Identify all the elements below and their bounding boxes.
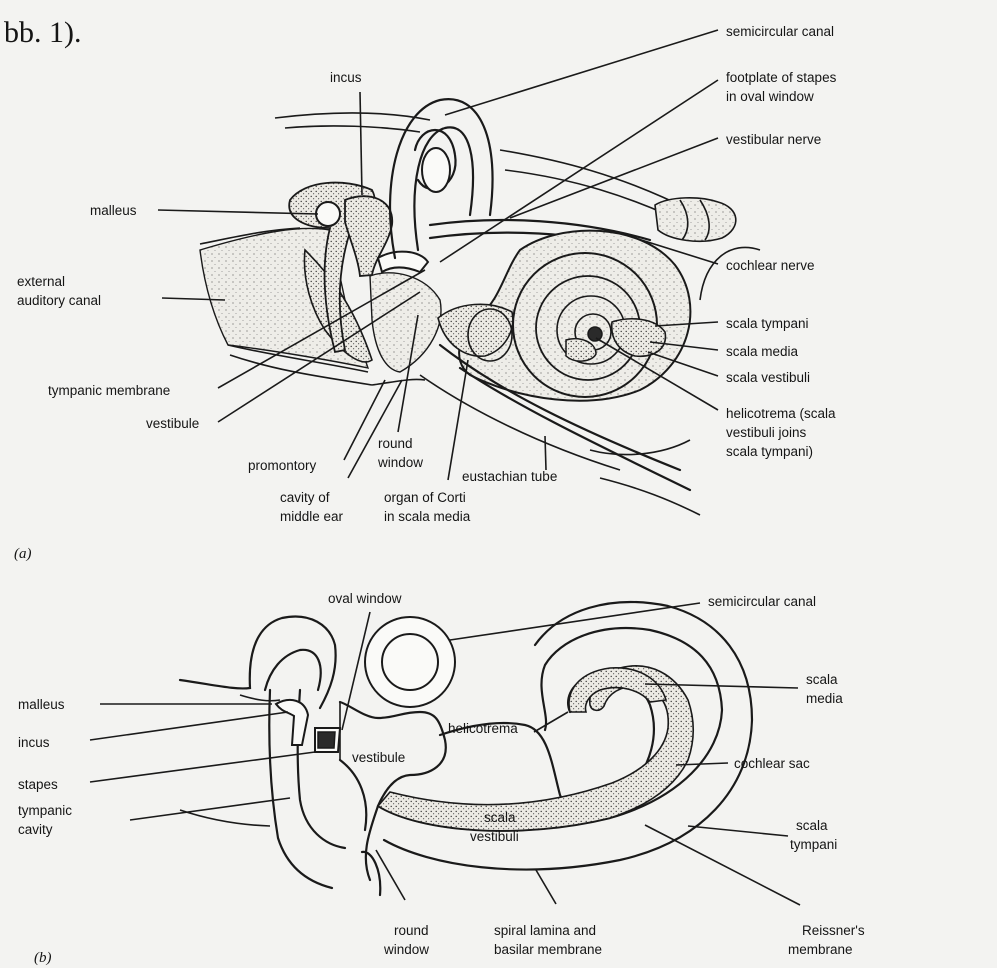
label-b-semicircular-canal: semicircular canal <box>708 594 816 609</box>
label-a-vestibule: vestibule <box>146 416 199 431</box>
header-text: bb. 1). <box>4 16 82 49</box>
label-b-incus: incus <box>18 735 50 750</box>
label-a-scala-tympani: scala tympani <box>726 316 809 331</box>
label-a-eustachian-tube: eustachian tube <box>462 469 557 484</box>
label-a-promontory: promontory <box>248 458 317 473</box>
label-b-helicotrema: helicotrema <box>448 721 518 736</box>
panel-b-tag: (b) <box>34 950 52 966</box>
label-b-cochlear-sac: cochlear sac <box>734 756 810 771</box>
label-a-scala-vestibuli: scala vestibuli <box>726 370 810 385</box>
label-b-stapes: stapes <box>18 777 58 792</box>
panel-b-drawing <box>180 602 752 895</box>
panel-a-tag: (a) <box>14 546 32 562</box>
label-a-scala-media: scala media <box>726 344 799 359</box>
label-b-oval-window: oval window <box>328 591 402 606</box>
label-a-tympanic-membrane: tympanic membrane <box>48 383 170 398</box>
label-a-incus: incus <box>330 70 362 85</box>
label-a-malleus: malleus <box>90 203 137 218</box>
label-b-malleus: malleus <box>18 697 65 712</box>
panel-a-drawing <box>200 99 760 515</box>
label-a-cochlear-nerve: cochlear nerve <box>726 258 815 273</box>
label-a-semicircular-canal: semicircular canal <box>726 24 834 39</box>
label-a-vestibular-nerve: vestibular nerve <box>726 132 821 147</box>
label-b-vestibule: vestibule <box>352 750 405 765</box>
